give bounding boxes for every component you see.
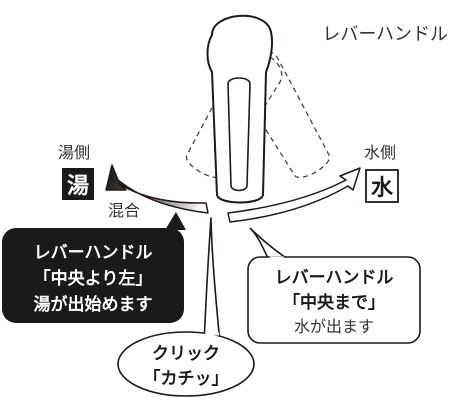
cold-badge	[365, 169, 399, 203]
hot-side-label: 湯側	[58, 143, 90, 162]
diagram-title: レバーハンドル	[322, 24, 448, 45]
hot-direction-arrow	[105, 164, 209, 214]
hot-badge-label: 湯	[67, 174, 89, 199]
lever-handle	[206, 14, 274, 204]
cold-direction-arrow	[227, 167, 361, 223]
cold-side-label: 水側	[364, 143, 396, 162]
callout-hot-start: レバーハンドル 「中央より左」 湯が出始めます	[2, 212, 186, 323]
callout-cold-line-2: 「中央まで」	[283, 292, 385, 313]
hot-badge	[62, 168, 94, 200]
callout-click-line-2: 「カチッ」	[144, 368, 229, 389]
callout-click-line-1: クリック	[152, 344, 220, 364]
callout-hot-line-3: 湯が出始めます	[34, 294, 153, 315]
callout-click: クリック 「カチッ」	[117, 217, 255, 397]
callout-cold-line-1: レバーハンドル	[275, 268, 394, 288]
callout-cold-line-3: 水が出ます	[294, 317, 374, 336]
mixed-label: 混合	[108, 201, 140, 220]
callout-cold-only: レバーハンドル 「中央まで」 水が出ます	[247, 227, 421, 344]
callout-hot-line-1: レバーハンドル	[34, 243, 153, 263]
callout-hot-line-2: 「中央より左」	[34, 268, 153, 289]
cold-badge-label: 水	[371, 176, 394, 201]
